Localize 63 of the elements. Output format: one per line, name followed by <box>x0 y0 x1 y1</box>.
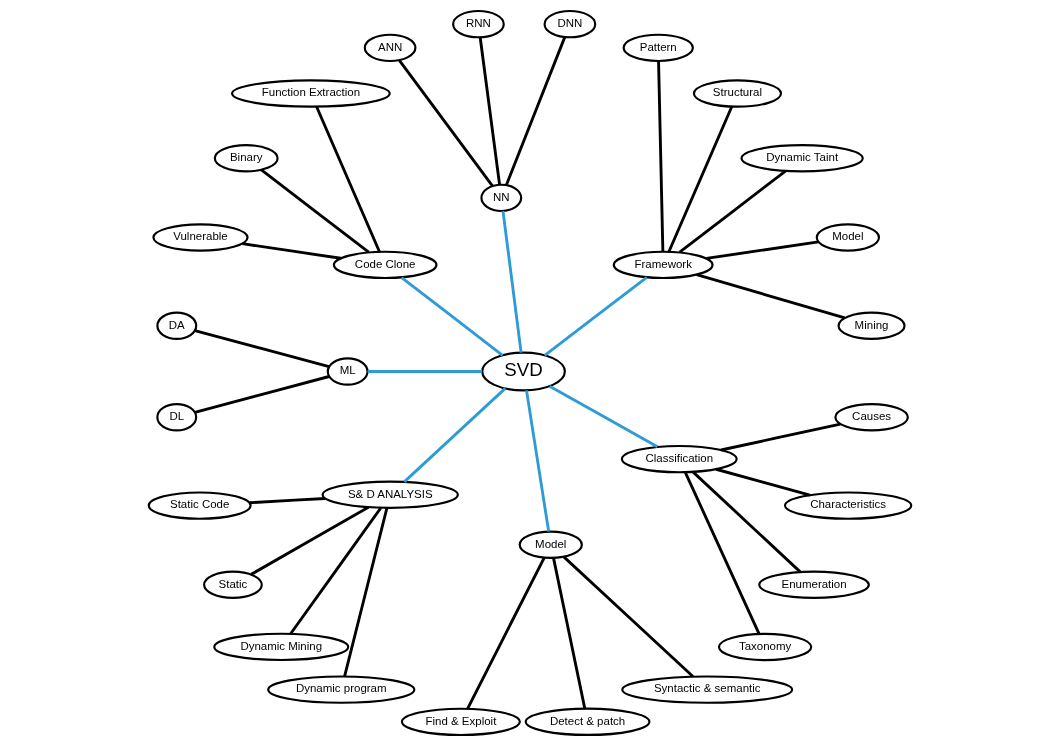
node-ellipse: Syntactic & semantic <box>621 675 794 704</box>
connector <box>548 384 659 449</box>
node-ellipse: ANN <box>363 33 417 63</box>
node-ellipse: Static Code <box>147 491 252 520</box>
connector <box>403 387 507 483</box>
connector <box>260 168 370 254</box>
connector <box>543 276 648 357</box>
connector <box>525 390 551 532</box>
node-ellipse: DA <box>156 311 198 340</box>
node-ellipse: Mining <box>837 311 906 340</box>
connector <box>715 467 811 497</box>
node-ellipse: Dynamic Taint <box>740 144 864 173</box>
connector <box>242 242 341 260</box>
connector <box>696 273 846 320</box>
node-ellipse: Detect & patch <box>524 707 651 737</box>
connector <box>367 370 483 373</box>
connector <box>667 106 734 253</box>
node-ellipse: SVD <box>481 351 566 392</box>
node-ellipse: Characteristics <box>783 491 913 520</box>
connector <box>684 471 761 635</box>
connector <box>315 106 381 253</box>
node-ellipse: Model <box>815 223 881 252</box>
node-ellipse: Causes <box>834 403 909 432</box>
connector <box>657 61 665 252</box>
node-ellipse: Static <box>203 570 263 599</box>
connector <box>249 497 326 505</box>
node-ellipse: Dynamic program <box>267 675 416 704</box>
node-ellipse: RNN <box>452 9 505 39</box>
connector <box>706 240 819 260</box>
node-ellipse: Find & Exploit <box>400 707 521 737</box>
node-ellipse: Enumeration <box>758 570 870 599</box>
connector <box>678 169 787 254</box>
node-ellipse: Dynamic Mining <box>213 632 350 662</box>
connector <box>194 329 330 368</box>
connector <box>343 507 389 677</box>
node-ellipse: DL <box>156 403 198 432</box>
node-ellipse: Structural <box>692 79 783 108</box>
connector <box>720 422 841 452</box>
connector <box>692 471 802 573</box>
node-ellipse: Vulnerable <box>152 223 249 252</box>
connector <box>552 557 587 709</box>
node-ellipse: Framework <box>612 250 714 280</box>
connector <box>400 276 504 357</box>
node-ellipse: Pattern <box>622 33 694 63</box>
connector <box>289 507 382 635</box>
node-ellipse: Model <box>518 530 583 559</box>
node-ellipse: DNN <box>543 9 597 39</box>
node-ellipse: Taxonomy <box>717 632 813 662</box>
connector <box>478 37 501 185</box>
node-ellipse: ML <box>326 357 369 386</box>
node-ellipse: S& D ANALYSIS <box>321 480 459 509</box>
node-ellipse: Function Extraction <box>231 79 391 108</box>
connector <box>501 210 523 353</box>
connector <box>398 59 494 187</box>
connector <box>562 555 694 678</box>
connector <box>505 36 567 186</box>
connector <box>194 375 330 414</box>
node-ellipse: NN <box>480 183 523 213</box>
connector <box>250 506 370 576</box>
connector <box>466 557 546 710</box>
node-ellipse: Binary <box>213 144 279 173</box>
node-ellipse: Classification <box>620 444 738 474</box>
node-ellipse: Code Clone <box>332 250 438 280</box>
